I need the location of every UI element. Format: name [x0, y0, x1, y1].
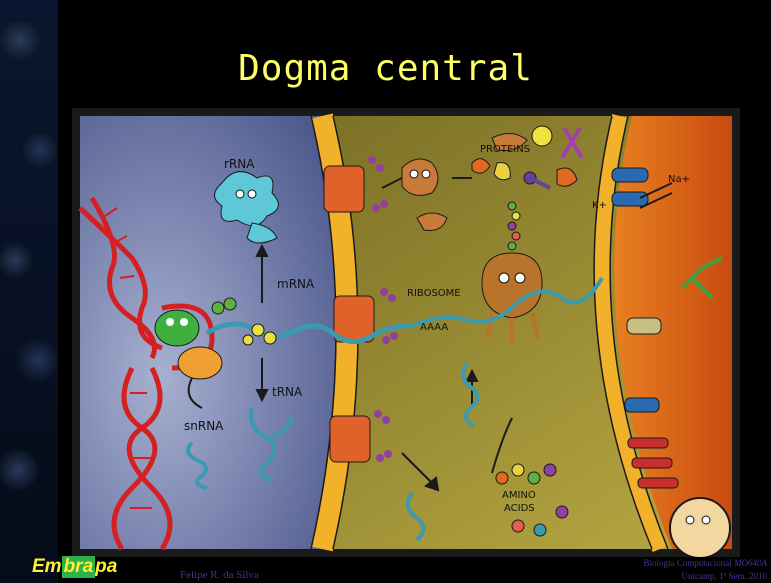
rna-polymerase — [155, 310, 199, 346]
course-info: Biologia Computacional MO640A Unicamp, 1… — [644, 557, 768, 583]
cell-illustration: rRNA mRNA tRNA snRNA RIBOSOME AAAA PROTE… — [72, 108, 740, 557]
embrapa-logo: Embrapa — [32, 556, 117, 578]
label-ribosome: RIBOSOME — [407, 288, 461, 299]
label-acids: ACIDS — [504, 503, 535, 514]
label-snrna: snRNA — [184, 419, 224, 433]
label-amino: AMINO — [502, 490, 536, 501]
central-dogma-figure: rRNA mRNA tRNA snRNA RIBOSOME AAAA PROTE… — [72, 108, 740, 557]
label-aaaa: AAAA — [420, 322, 448, 333]
label-trna: tRNA — [272, 385, 303, 399]
virus-character — [670, 498, 730, 557]
ribosome — [482, 253, 542, 343]
label-k: K+ — [592, 200, 607, 211]
label-mrna: mRNA — [277, 277, 315, 291]
label-proteins: PROTEINS — [480, 144, 530, 155]
splicing-enzyme — [178, 347, 222, 379]
slide-title: Dogma central — [0, 48, 771, 89]
course-title: Biologia Computacional — [644, 558, 732, 568]
author-name: Felipe R. da Silva — [180, 569, 259, 581]
course-code: MO640A — [734, 558, 767, 568]
course-semester: Unicamp, 1º Sem. 2010 — [681, 571, 767, 581]
label-rrna: rRNA — [224, 157, 255, 171]
label-na: Na+ — [668, 174, 690, 185]
